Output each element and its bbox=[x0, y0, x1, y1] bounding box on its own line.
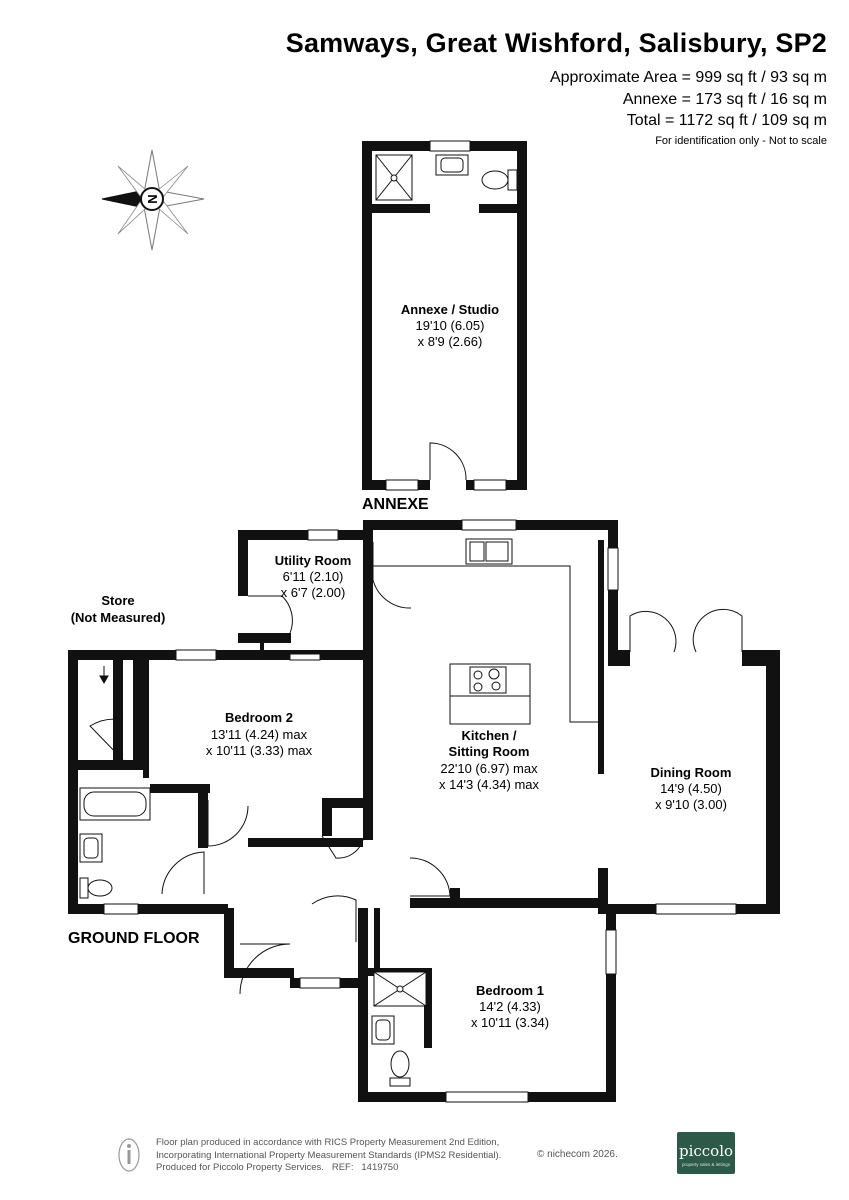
store-note: (Not Measured) bbox=[71, 610, 166, 625]
utility-room-name: Utility Room bbox=[275, 553, 352, 568]
total-area: Total = 1172 sq ft / 109 sq m bbox=[626, 112, 827, 129]
plan-title: Samways, Great Wishford, Salisbury, SP2 bbox=[285, 28, 827, 58]
kitchen-name-2: Sitting Room bbox=[449, 744, 530, 759]
piccolo-logo: piccolo property sales & lettings bbox=[677, 1132, 735, 1174]
annexe-studio-dim-1: 19'10 (6.05) bbox=[416, 318, 485, 333]
door-swings bbox=[89, 542, 743, 995]
kitchen-dim-1: 22'10 (6.97) max bbox=[440, 761, 538, 776]
bathroom-basin-icon bbox=[79, 833, 103, 863]
kitchen-name-1: Kitchen / bbox=[462, 728, 517, 743]
ground-floor-label: GROUND FLOOR bbox=[68, 930, 200, 947]
footer-ref-label: REF: bbox=[331, 1162, 354, 1173]
bedroom1-name: Bedroom 1 bbox=[476, 983, 544, 998]
scale-note: For identification only - Not to scale bbox=[655, 135, 827, 147]
ensuite-shower-icon bbox=[373, 971, 427, 1007]
dining-room-dim-2: x 9'10 (3.00) bbox=[655, 797, 727, 812]
store-arrow-icon bbox=[99, 666, 109, 685]
logo-brand-name: piccolo bbox=[678, 1142, 734, 1160]
annexe-openings bbox=[385, 140, 507, 491]
info-icon bbox=[118, 1138, 140, 1172]
utility-room-dim-2: x 6'7 (2.00) bbox=[281, 585, 346, 600]
compass-icon: N bbox=[101, 149, 205, 251]
logo-tagline: property sales & lettings bbox=[681, 1162, 731, 1167]
bedroom2-dim-2: x 10'11 (3.33) max bbox=[206, 743, 313, 758]
kitchen-worktop bbox=[373, 565, 600, 723]
annexe-studio-name: Annexe / Studio bbox=[401, 302, 499, 317]
utility-room-dim-1: 6'11 (2.10) bbox=[283, 569, 344, 584]
bath-icon bbox=[79, 787, 151, 821]
annexe-floor-label: ANNEXE bbox=[362, 496, 429, 513]
dining-room-dim-1: 14'9 (4.50) bbox=[660, 781, 722, 796]
bedroom1-dim-2: x 10'11 (3.34) bbox=[471, 1015, 549, 1030]
annexe-basin-icon bbox=[435, 154, 469, 176]
footer-line-1: Floor plan produced in accordance with R… bbox=[156, 1137, 500, 1148]
copyright-text: © nichecom 2026. bbox=[537, 1149, 618, 1160]
dining-room-name: Dining Room bbox=[651, 765, 732, 780]
annexe-studio-dim-2: x 8'9 (2.66) bbox=[418, 334, 483, 349]
annexe-shower-icon bbox=[375, 154, 413, 201]
windows bbox=[103, 519, 737, 1103]
compass-north-letter: N bbox=[145, 194, 160, 203]
ensuite-toilet-icon bbox=[389, 1050, 411, 1087]
store-name: Store bbox=[101, 593, 134, 608]
annexe-door-swing bbox=[429, 442, 467, 481]
bathroom-toilet-icon bbox=[79, 877, 113, 899]
bedroom1-dim-1: 14'2 (4.33) bbox=[479, 999, 541, 1014]
kitchen-sink-icon bbox=[465, 538, 513, 565]
footer-line-2: Incorporating International Property Mea… bbox=[156, 1149, 502, 1161]
ensuite-basin-icon bbox=[371, 1015, 395, 1045]
footer-text: Floor plan produced in accordance with R… bbox=[156, 1137, 501, 1175]
bedroom2-name: Bedroom 2 bbox=[225, 710, 293, 725]
approximate-area: Approximate Area = 999 sq ft / 93 sq m bbox=[549, 69, 827, 86]
annexe-area: Annexe = 173 sq ft / 16 sq m bbox=[622, 91, 827, 108]
annexe-toilet-icon bbox=[481, 169, 518, 191]
kitchen-island bbox=[449, 663, 531, 725]
footer-ref-value: 1419750 bbox=[361, 1162, 399, 1173]
kitchen-dim-2: x 14'3 (4.34) max bbox=[439, 777, 540, 792]
footer-line-3: Produced for Piccolo Property Services. bbox=[156, 1162, 324, 1173]
bedroom2-dim-1: 13'11 (4.24) max bbox=[211, 727, 308, 742]
